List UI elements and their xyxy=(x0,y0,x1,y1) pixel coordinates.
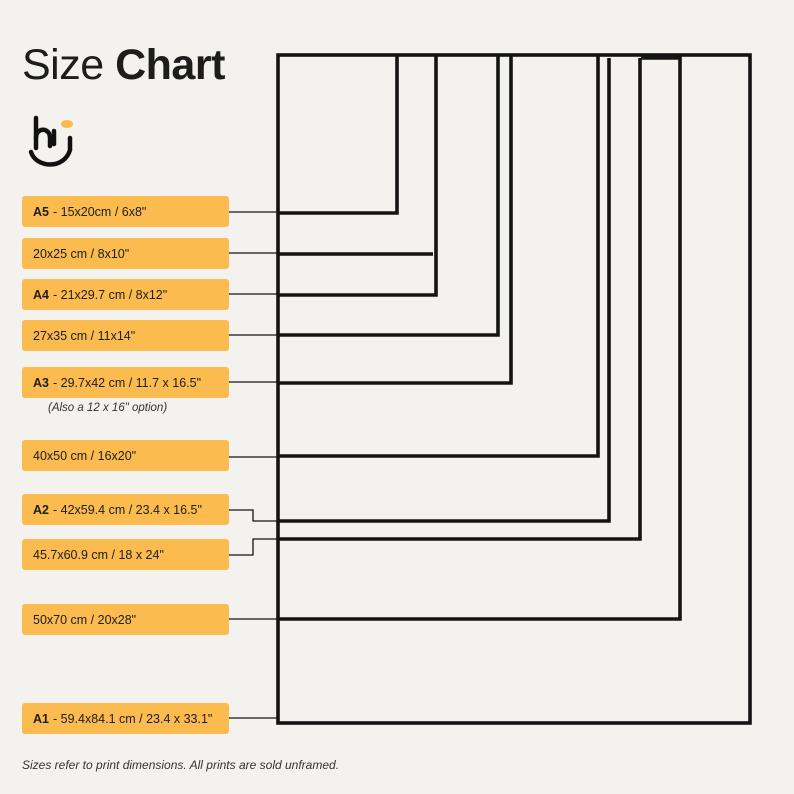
size-text: - 21x29.7 cm / 8x12" xyxy=(52,287,168,302)
size-label-27x35: 27x35 cm / 11x14" xyxy=(22,320,229,351)
frame-a2 xyxy=(278,58,611,523)
size-code: A5 xyxy=(33,204,49,219)
size-text: 40x50 cm / 16x20" xyxy=(33,448,137,463)
frame-45x60 xyxy=(278,58,642,541)
frame-27x35 xyxy=(278,55,500,337)
frame-a4 xyxy=(278,55,438,297)
size-code: A2 xyxy=(33,502,49,517)
size-code: A4 xyxy=(33,287,49,302)
size-label-45x60: 45.7x60.9 cm / 18 x 24" xyxy=(22,539,229,570)
size-code: A3 xyxy=(33,375,49,390)
size-label-50x70: 50x70 cm / 20x28" xyxy=(22,604,229,635)
size-text: 50x70 cm / 20x28" xyxy=(33,612,137,627)
frame-a1 xyxy=(276,53,752,725)
frame-50x70 xyxy=(278,56,682,621)
frame-40x50 xyxy=(278,55,600,458)
size-label-a3: A3- 29.7x42 cm / 11.7 x 16.5" xyxy=(22,367,229,398)
title-light: Size xyxy=(22,41,104,89)
size-label-20x25: 20x25 cm / 8x10" xyxy=(22,238,229,269)
footer-note: Sizes refer to print dimensions. All pri… xyxy=(22,758,340,772)
brand-logo-icon xyxy=(28,115,73,167)
size-code: A1 xyxy=(33,711,49,726)
title-bold: Chart xyxy=(115,41,225,89)
size-text: 20x25 cm / 8x10" xyxy=(33,246,130,261)
size-label-a5: A5- 15x20cm / 6x8" xyxy=(22,196,229,227)
leader-a2 xyxy=(229,509,278,522)
size-text: 27x35 cm / 11x14" xyxy=(33,328,136,343)
size-label-a2: A2- 42x59.4 cm / 23.4 x 16.5" xyxy=(22,494,229,525)
size-label-a1: A1- 59.4x84.1 cm / 23.4 x 33.1" xyxy=(22,703,229,734)
size-text: - 29.7x42 cm / 11.7 x 16.5" xyxy=(52,375,202,390)
size-text: - 42x59.4 cm / 23.4 x 16.5" xyxy=(52,502,202,517)
size-label-a4: A4- 21x29.7 cm / 8x12" xyxy=(22,279,229,310)
frame-a5 xyxy=(278,55,399,215)
size-text: - 15x20cm / 6x8" xyxy=(52,204,147,219)
size-text: 45.7x60.9 cm / 18 x 24" xyxy=(33,547,164,562)
leader-45x60 xyxy=(229,538,278,556)
size-label-40x50: 40x50 cm / 16x20" xyxy=(22,440,229,471)
frame-a3 xyxy=(278,55,513,385)
page-title: Size Chart xyxy=(22,44,225,87)
a3-note: (Also a 12 x 16" option) xyxy=(48,402,168,414)
size-text: - 59.4x84.1 cm / 23.4 x 33.1" xyxy=(52,711,213,726)
